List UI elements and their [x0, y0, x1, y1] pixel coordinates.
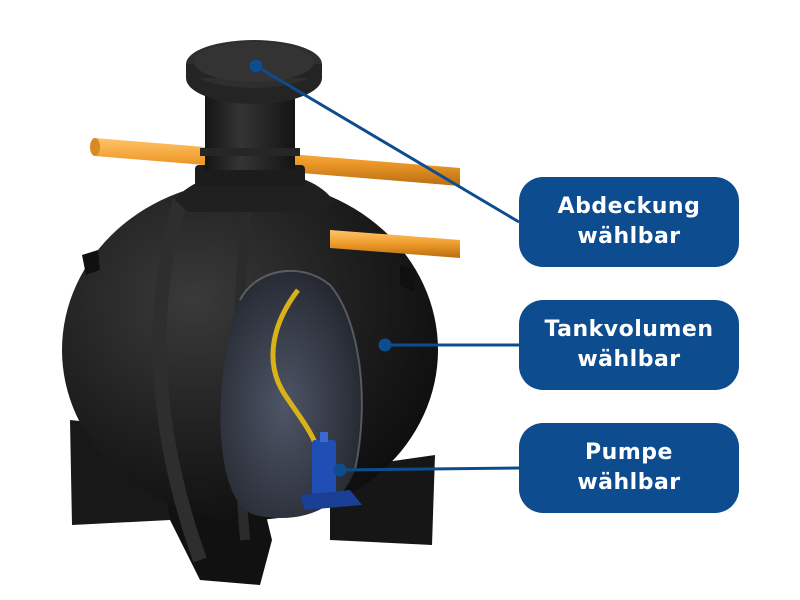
leader-line-cover [255, 64, 520, 224]
tank-dome [175, 165, 333, 212]
leader-line-pump [339, 466, 520, 472]
callout-pump-line1: Pumpe [585, 440, 673, 465]
callout-pump-line2: wählbar [577, 470, 681, 495]
callout-volume-line1: Tankvolumen [544, 317, 714, 342]
leader-lines [249, 59, 520, 477]
leader-dot-pump [333, 463, 347, 477]
leader-dot-volume [378, 338, 392, 352]
callout-pump: Pumpe wählbar [519, 423, 739, 513]
callout-tank-volume: Tankvolumen wählbar [519, 300, 739, 390]
callout-cover: Abdeckung wählbar [519, 177, 739, 267]
outlet-pipe [330, 230, 460, 258]
callout-cover-line2: wählbar [577, 224, 681, 249]
tank-interior-cutaway [220, 269, 363, 518]
pump [300, 432, 362, 510]
callout-cover-line1: Abdeckung [557, 194, 701, 219]
leader-dot-cover [249, 59, 263, 73]
callout-volume-line2: wählbar [577, 347, 681, 372]
